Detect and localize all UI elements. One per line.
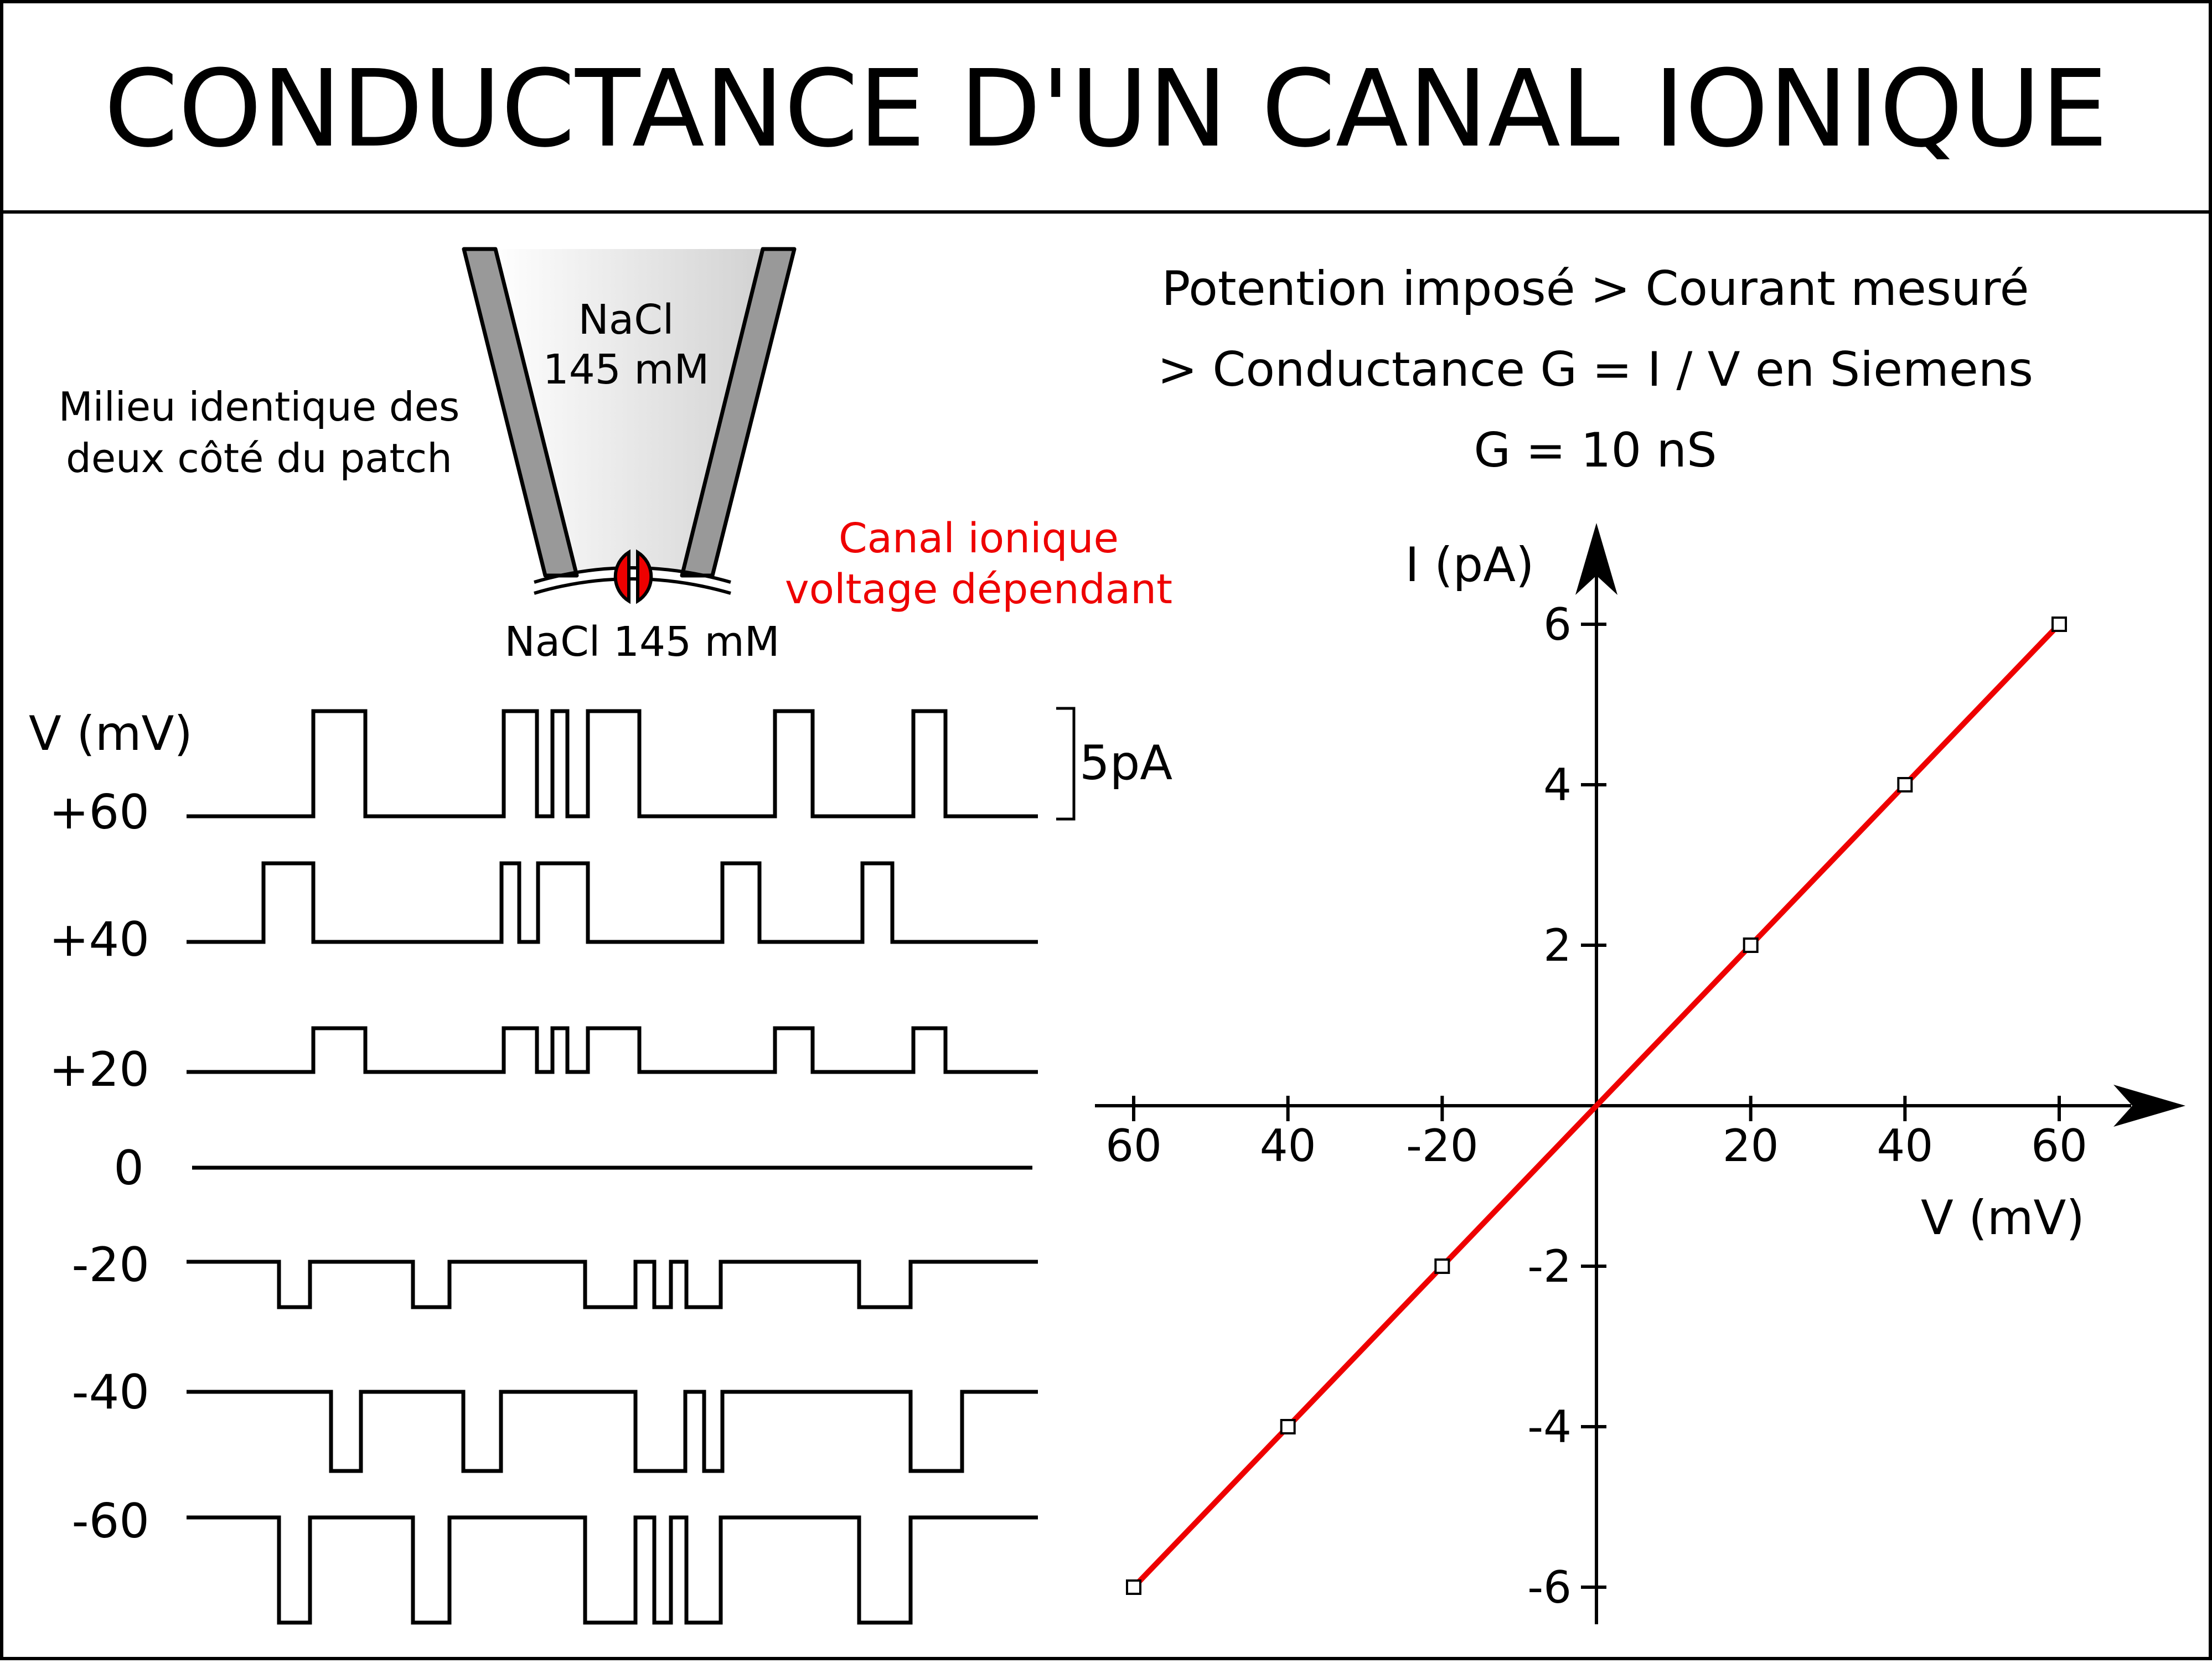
data-point-marker [1126,1579,1141,1595]
bath-solution-label: NaCl 145 mM [504,618,779,666]
data-point-marker [1280,1419,1296,1434]
trace-axis-label: V (mV) [29,706,193,761]
y-axis-title: I (pA) [1405,537,1534,593]
x-tick-label: 40 [1877,1120,1933,1172]
trace-level-label: -60 [72,1494,149,1549]
y-tick-label: -2 [1527,1241,1572,1292]
x-tick-label: 60 [2031,1120,2087,1172]
pipette-wall-left [462,247,579,578]
x-tick-label: -20 [1406,1120,1479,1172]
x-tick-label: 20 [1723,1120,1779,1172]
data-point-marker [2051,616,2067,632]
trace-level-label: 0 [113,1141,144,1196]
iv-chart: V (mV) I (pA) 60 40 -20 20 40 60 -6 -4 -2 2 4 6 [1095,523,2185,1624]
ion-channel-icon [613,549,653,604]
channel-label-line-1: Canal ionique [839,515,1119,562]
trace-level-label: +60 [49,785,150,840]
data-point-marker [1897,777,1913,792]
y-axis-arrow [1575,523,1617,595]
x-axis-title: V (mV) [1921,1190,2085,1246]
y-tick-label: -6 [1527,1562,1572,1613]
info-line-1: Potention imposé > Courant mesuré [1161,261,2029,317]
x-tick-label: 60 [1105,1120,1162,1172]
trace-level-label: +40 [49,912,150,967]
trace-minus-40 [187,1390,1038,1473]
x-axis-arrow [2113,1085,2185,1127]
pipette-solution-label-1: NaCl [578,296,674,344]
trace-plus-60 [187,709,1038,818]
y-tick-label: 2 [1543,920,1572,971]
trace-level-label: -40 [72,1365,149,1420]
pipette-solution-label-2: 145 mM [543,346,710,393]
trace-plus-20 [187,1026,1038,1074]
trace-plus-40 [187,861,1038,944]
pipette-wall-right [680,247,797,578]
current-traces [187,707,1076,1625]
channel-half-right [636,549,653,604]
trace-minus-60 [187,1515,1038,1625]
trace-minus-20 [187,1260,1038,1309]
y-tick-label: -4 [1527,1401,1572,1453]
trace-level-label: -20 [72,1237,149,1293]
scale-bracket [1056,707,1076,821]
x-tick-label: 40 [1260,1120,1316,1172]
trace-level-label: +20 [49,1042,150,1097]
medium-note-line-2: deux côté du patch [66,435,452,481]
pipette-lumen [493,249,763,570]
membrane-lower [534,577,731,595]
data-point-marker [1434,1258,1450,1274]
scale-bar-label: 5pA [1079,735,1172,791]
page-title: CONDUCTANCE D'UN CANAL IONIQUE [104,48,2108,171]
y-tick-label: 4 [1543,759,1572,811]
patch-pipette: NaCl 145 mM NaCl 145 mM [462,247,797,666]
y-tick-label: 6 [1543,599,1572,650]
info-line-2: > Conductance G = I / V en Siemens [1157,342,2033,397]
medium-note-line-1: Milieu identique des [59,384,460,430]
info-line-3: G = 10 nS [1474,423,1717,478]
data-point-marker [1743,937,1759,953]
channel-half-left [613,549,630,604]
channel-label-line-2: voltage dépendant [785,566,1172,613]
membrane-upper [534,566,731,584]
